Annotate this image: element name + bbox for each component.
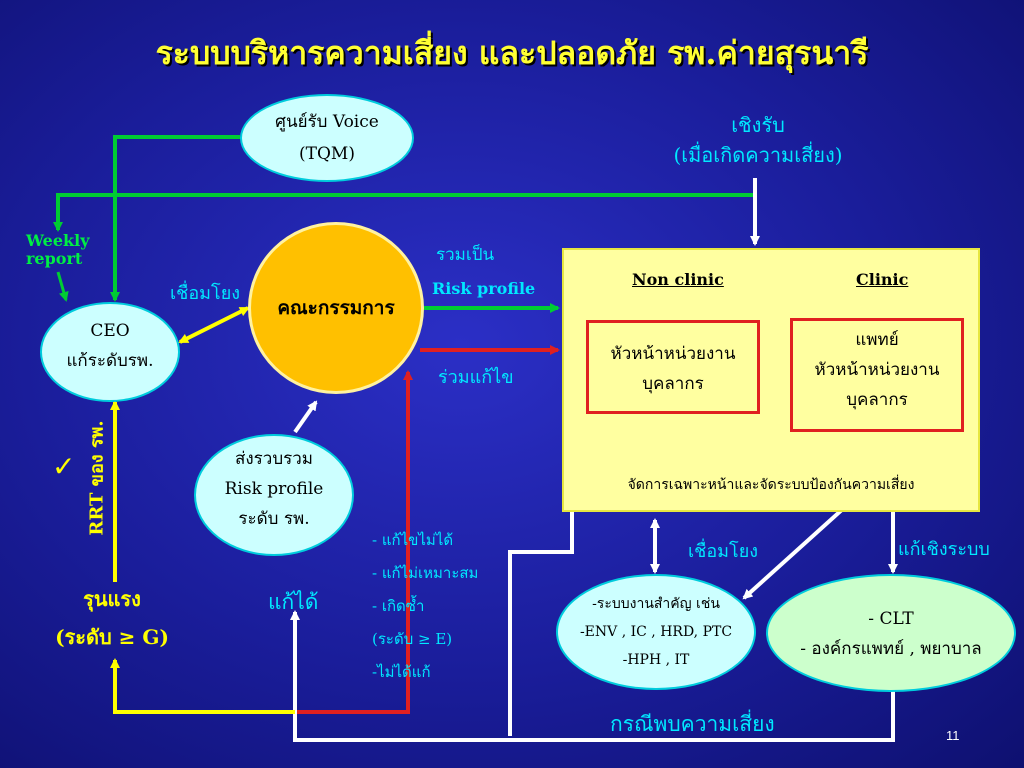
systems-line1: -ระบบงานสำคัญ เช่น (592, 596, 720, 612)
issue-item: - เกิดซ้ำ (372, 597, 425, 615)
link-label-left: เชื่อมโยง (170, 283, 241, 304)
severe-line2: (ระดับ ≥ G) (55, 625, 169, 649)
ceo-line1: CEO (90, 321, 130, 341)
severe-line1: รุนแรง (83, 587, 141, 611)
ceo-committee-link (178, 306, 250, 344)
page-number: 11 (946, 728, 960, 743)
combine-line1: รวมเป็น (436, 245, 495, 265)
systems-line2: -ENV , IC , HRD, PTC (579, 624, 733, 640)
send-profile-line1: ส่งรวบรวม (234, 449, 314, 469)
ceo-line2: แก้ระดับรพ. (66, 351, 154, 371)
voice-to-ceo-line (110, 135, 240, 302)
box-to-canfix-line (508, 512, 574, 736)
clinic-line3: บุคลากร (846, 390, 908, 410)
check-mark-icon: ✓ (52, 450, 76, 483)
system-fix-label: แก้เชิงระบบ (898, 539, 990, 560)
issue-item: - แก้ไขไม่ได้ (372, 531, 454, 549)
reactive-line1: เชิงรับ (731, 113, 785, 137)
weekly-report-label: Weekly report (26, 232, 89, 268)
non-clinic-box: หัวหน้าหน่วยงาน บุคลากร (586, 320, 760, 414)
reactive-to-weekly-line (53, 193, 755, 232)
risk-found-loop (290, 610, 895, 742)
issue-item: - แก้ไม่เหมาะสม (372, 564, 479, 582)
combine-label: รวมเป็น Risk profile (432, 238, 535, 306)
rrt-label: RRT ของ รพ. (86, 420, 108, 536)
risk-found-label: กรณีพบความเสี่ยง (610, 712, 775, 736)
issue-item: (ระดับ ≥ E) (372, 630, 453, 648)
non-clinic-line2: บุคลากร (642, 374, 704, 394)
issues-list: - แก้ไขไม่ได้ - แก้ไม่เหมาะสม - เกิดซ้ำ … (372, 524, 478, 689)
severe-loop-line (110, 658, 295, 714)
systems-line3: -HPH , IT (622, 652, 690, 668)
joint-fix-label: ร่วมแก้ไข (438, 367, 514, 388)
combine-line2: Risk profile (432, 279, 536, 298)
clt-line2: - องค์กรแพทย์ , พยาบาล (800, 639, 982, 659)
clinic-header: Clinic (856, 270, 909, 289)
clinic-box: แพทย์ หัวหน้าหน่วยงาน บุคลากร (790, 318, 964, 432)
clt-line1: - CLT (868, 609, 914, 629)
systems-ellipse: -ระบบงานสำคัญ เช่น -ENV , IC , HRD, PTC … (556, 574, 756, 690)
slide-title: ระบบบริหารความเสี่ยง และปลอดภัย รพ.ค่ายส… (155, 34, 869, 72)
reactive-label: เชิงรับ (เมื่อเกิดความเสี่ยง) (650, 110, 866, 170)
send-to-committee-line (293, 400, 318, 434)
send-profile-line3: ระดับ รพ. (238, 509, 310, 529)
non-clinic-header: Non clinic (632, 270, 724, 289)
issue-item: -ไม่ได้แก้ (372, 663, 431, 681)
ceo-ellipse: CEO แก้ระดับรพ. (40, 302, 180, 402)
voice-center-ellipse: ศูนย์รับ Voice (TQM) (240, 94, 414, 182)
weekly-report-line2: report (26, 249, 83, 268)
risk-management-box: Non clinic Clinic หัวหน้าหน่วยงาน บุคลาก… (562, 248, 980, 512)
send-profile-ellipse: ส่งรวบรวม Risk profile ระดับ รพ. (194, 434, 354, 556)
weekly-report-line1: Weekly (26, 231, 90, 250)
issues-to-committee-line (295, 370, 413, 714)
voice-center-line1: ศูนย์รับ Voice (275, 112, 379, 132)
severe-label: รุนแรง (ระดับ ≥ G) (48, 580, 176, 656)
voice-center-line2: (TQM) (299, 144, 355, 164)
clt-ellipse: - CLT - องค์กรแพทย์ , พยาบาล (766, 574, 1016, 692)
link-label-bottom: เชื่อมโยง (688, 541, 759, 562)
committee-label: คณะกรรมการ (277, 297, 395, 319)
clinic-line1: แพทย์ (855, 330, 899, 350)
manage-text: จัดการเฉพาะหน้าและจัดระบบป้องกันความเสี่… (627, 477, 915, 493)
committee-circle: คณะกรรมการ (248, 222, 424, 394)
non-clinic-line1: หัวหน้าหน่วยงาน (610, 344, 736, 364)
send-profile-line2: Risk profile (224, 479, 324, 499)
weekly-to-ceo-line (56, 271, 69, 302)
reactive-line2: (เมื่อเกิดความเสี่ยง) (673, 143, 843, 167)
clinic-line2: หัวหน้าหน่วยงาน (814, 360, 940, 380)
can-fix-label: แก้ได้ (268, 590, 319, 614)
